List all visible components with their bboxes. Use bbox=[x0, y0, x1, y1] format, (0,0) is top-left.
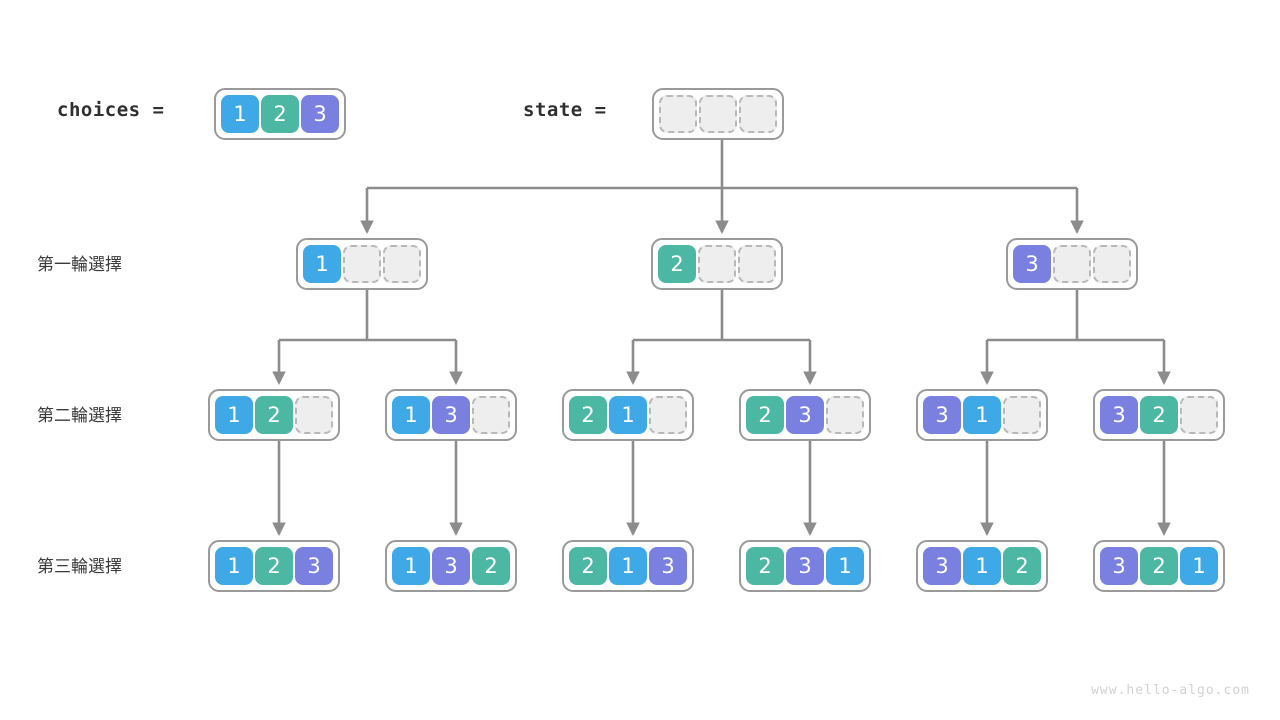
node-cell: 1 bbox=[609, 396, 647, 434]
node-cell bbox=[826, 396, 864, 434]
tree-node-level1-2: 3 bbox=[1006, 238, 1138, 290]
node-cell: 1 bbox=[963, 547, 1001, 585]
tree-node-level3-0: 1 2 3 bbox=[208, 540, 340, 592]
node-cell: 2 bbox=[658, 245, 696, 283]
node-cell: 2 bbox=[569, 396, 607, 434]
node-cell: 2 bbox=[472, 547, 510, 585]
node-cell: 1 bbox=[392, 547, 430, 585]
node-cell: 1 bbox=[303, 245, 341, 283]
tree-node-level2-2: 2 1 bbox=[562, 389, 694, 441]
node-cell: 2 bbox=[255, 396, 293, 434]
tree-node-level2-0: 1 2 bbox=[208, 389, 340, 441]
node-cell bbox=[1053, 245, 1091, 283]
tree-node-level2-4: 3 1 bbox=[916, 389, 1048, 441]
tree-node-level2-1: 1 3 bbox=[385, 389, 517, 441]
tree-node-level2-5: 3 2 bbox=[1093, 389, 1225, 441]
tree-node-level3-4: 3 1 2 bbox=[916, 540, 1048, 592]
node-cell: 3 bbox=[923, 547, 961, 585]
node-cell: 2 bbox=[746, 547, 784, 585]
state-cell-2 bbox=[739, 95, 777, 133]
node-cell: 2 bbox=[1140, 396, 1178, 434]
tree-node-level3-5: 3 2 1 bbox=[1093, 540, 1225, 592]
node-cell: 3 bbox=[649, 547, 687, 585]
state-array bbox=[652, 88, 784, 140]
node-cell: 1 bbox=[609, 547, 647, 585]
node-cell: 2 bbox=[1140, 547, 1178, 585]
node-cell: 3 bbox=[786, 396, 824, 434]
node-cell: 1 bbox=[392, 396, 430, 434]
node-cell bbox=[472, 396, 510, 434]
node-cell: 2 bbox=[1003, 547, 1041, 585]
node-cell bbox=[738, 245, 776, 283]
node-cell: 3 bbox=[1100, 396, 1138, 434]
node-cell bbox=[343, 245, 381, 283]
choices-cell-0: 1 bbox=[221, 95, 259, 133]
state-cell-1 bbox=[699, 95, 737, 133]
row-label-round-1: 第一輪選擇 bbox=[37, 255, 122, 275]
choices-cell-1: 2 bbox=[261, 95, 299, 133]
tree-node-level1-1: 2 bbox=[651, 238, 783, 290]
state-cell-0 bbox=[659, 95, 697, 133]
tree-node-level3-2: 2 1 3 bbox=[562, 540, 694, 592]
node-cell bbox=[698, 245, 736, 283]
node-cell: 1 bbox=[1180, 547, 1218, 585]
node-cell: 3 bbox=[432, 396, 470, 434]
node-cell: 3 bbox=[786, 547, 824, 585]
choices-cell-2: 3 bbox=[301, 95, 339, 133]
node-cell: 1 bbox=[963, 396, 1001, 434]
node-cell: 3 bbox=[432, 547, 470, 585]
node-cell: 2 bbox=[255, 547, 293, 585]
row-label-round-2: 第二輪選擇 bbox=[37, 406, 122, 426]
node-cell: 2 bbox=[569, 547, 607, 585]
node-cell: 2 bbox=[746, 396, 784, 434]
node-cell: 3 bbox=[1100, 547, 1138, 585]
choices-label: choices = bbox=[57, 99, 165, 121]
node-cell: 3 bbox=[1013, 245, 1051, 283]
node-cell: 3 bbox=[295, 547, 333, 585]
tree-node-level3-1: 1 3 2 bbox=[385, 540, 517, 592]
node-cell: 3 bbox=[923, 396, 961, 434]
node-cell: 1 bbox=[215, 547, 253, 585]
tree-node-level2-3: 2 3 bbox=[739, 389, 871, 441]
node-cell bbox=[383, 245, 421, 283]
choices-array: 1 2 3 bbox=[214, 88, 346, 140]
node-cell bbox=[649, 396, 687, 434]
watermark: www.hello-algo.com bbox=[1091, 683, 1250, 698]
node-cell bbox=[1093, 245, 1131, 283]
node-cell: 1 bbox=[215, 396, 253, 434]
node-cell bbox=[1003, 396, 1041, 434]
tree-node-level3-3: 2 3 1 bbox=[739, 540, 871, 592]
state-label: state = bbox=[523, 99, 607, 121]
node-cell bbox=[295, 396, 333, 434]
tree-node-level1-0: 1 bbox=[296, 238, 428, 290]
row-label-round-3: 第三輪選擇 bbox=[37, 557, 122, 577]
node-cell: 1 bbox=[826, 547, 864, 585]
node-cell bbox=[1180, 396, 1218, 434]
